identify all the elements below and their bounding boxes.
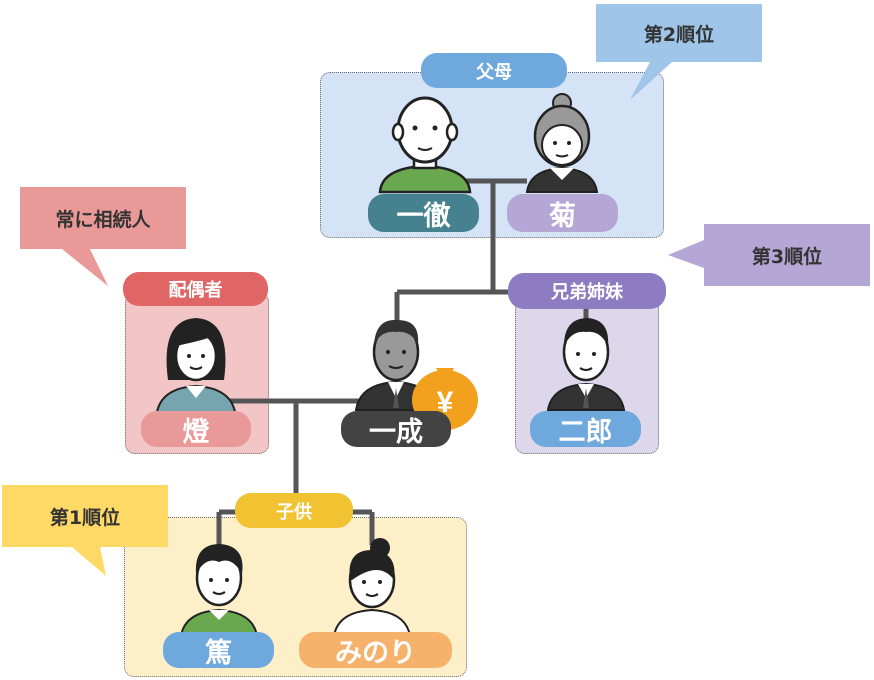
- father-avatar: [378, 96, 472, 194]
- money-bag-yen-symbol: ¥: [437, 386, 454, 419]
- father-name: 一徹: [368, 194, 479, 232]
- callout-rank2: 第2順位: [643, 23, 715, 46]
- siblings-group-label: 兄弟姉妹: [508, 273, 666, 309]
- parents-group-label: 父母: [421, 53, 567, 88]
- mother-name: 菊: [507, 194, 618, 232]
- callout-always-bubble: [20, 187, 186, 286]
- spouse-avatar: [155, 318, 237, 413]
- children-group-label: 子供: [235, 493, 353, 528]
- child1-name: 篤: [163, 632, 274, 669]
- child2-name: みのり: [299, 632, 452, 669]
- callout-rank1-bubble: [2, 485, 168, 576]
- spouse-name: 燈: [141, 411, 251, 448]
- child2-avatar: [332, 538, 412, 637]
- callout-rank3-bubble: [668, 224, 870, 286]
- callout-always-heir: 常に相続人: [55, 208, 151, 231]
- mother-avatar: [525, 93, 599, 193]
- callout-rank3: 第3順位: [751, 245, 823, 268]
- sibling-avatar: [546, 318, 626, 411]
- callout-rank2-bubble: [596, 4, 762, 100]
- sibling-name: 二郎: [530, 411, 641, 448]
- child1-avatar: [179, 544, 259, 637]
- spouse-group-label: 配偶者: [123, 272, 268, 306]
- callout-rank1: 第1順位: [49, 506, 121, 529]
- deceased-name: 一成: [341, 411, 451, 448]
